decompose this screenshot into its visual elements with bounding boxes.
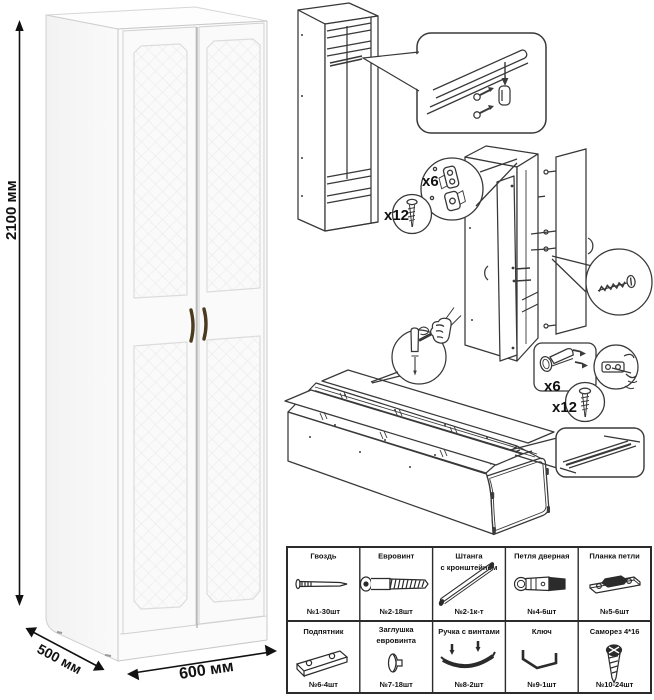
svg-text:с кронштейном: с кронштейном bbox=[441, 563, 498, 572]
svg-text:№2-1к-т: №2-1к-т bbox=[454, 607, 483, 616]
svg-text:№2-18шт: №2-18шт bbox=[380, 607, 414, 616]
svg-text:Штанга: Штанга bbox=[455, 552, 483, 561]
svg-text:Саморез 4*16: Саморез 4*16 bbox=[590, 627, 640, 636]
svg-text:Подпятник: Подпятник bbox=[303, 627, 343, 636]
svg-text:Евровинт: Евровинт bbox=[378, 552, 415, 561]
svg-text:Гвоздь: Гвоздь bbox=[310, 552, 337, 561]
svg-text:Ручка с винтами: Ручка с винтами bbox=[438, 627, 500, 636]
svg-text:№4-6шт: №4-6шт bbox=[527, 607, 556, 616]
svg-text:Ключ: Ключ bbox=[532, 627, 552, 636]
svg-text:№9-1шт: №9-1шт bbox=[527, 680, 556, 689]
svg-text:2100 мм: 2100 мм bbox=[3, 180, 20, 240]
svg-text:Петля дверная: Петля дверная bbox=[514, 552, 569, 561]
svg-text:x12: x12 bbox=[384, 207, 409, 224]
svg-text:№7-18шт: №7-18шт bbox=[380, 680, 414, 689]
svg-text:№6-4шт: №6-4шт bbox=[309, 680, 338, 689]
svg-text:Планка петли: Планка петли bbox=[589, 552, 640, 561]
svg-text:№8-2шт: №8-2шт bbox=[454, 680, 483, 689]
svg-text:Заглушка: Заглушка bbox=[379, 625, 415, 634]
svg-text:x6: x6 bbox=[544, 378, 561, 395]
svg-text:евровинта: евровинта bbox=[376, 636, 416, 645]
svg-text:x6: x6 bbox=[422, 173, 439, 190]
svg-text:x12: x12 bbox=[552, 399, 577, 416]
svg-text:№1-30шт: №1-30шт bbox=[307, 607, 341, 616]
svg-text:№5-6шт: №5-6шт bbox=[600, 607, 629, 616]
svg-text:№10-24шт: №10-24шт bbox=[596, 680, 634, 689]
